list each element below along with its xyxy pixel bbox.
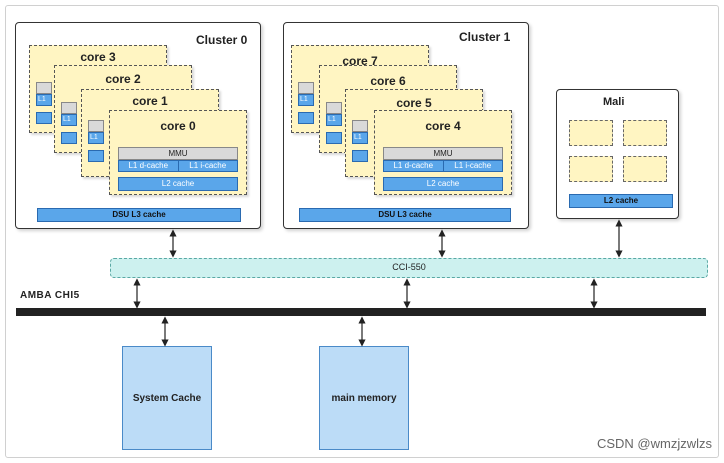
core-7-l1-stub: L1 — [298, 94, 314, 106]
core-4-l1-dcache: L1 d-cache — [393, 161, 434, 170]
gpu-shader-core — [623, 120, 667, 146]
core-4-l1-icache: L1 i-cache — [442, 161, 503, 171]
cluster-0-dsu-l3-cache: DSU L3 cache — [37, 208, 241, 222]
core-6-mmu-stub — [326, 102, 342, 114]
mali-title: Mali — [603, 96, 625, 108]
core-4-mmu: MMU — [383, 147, 503, 160]
core-7-mmu-stub — [298, 82, 314, 94]
core-2-mmu-stub — [61, 102, 77, 114]
mali-gpu: Mali L2 cache — [556, 89, 679, 219]
core-3-label: core 3 — [80, 50, 116, 64]
core-0-mmu: MMU — [118, 147, 238, 160]
core-3-l2-stub — [36, 112, 52, 124]
cluster-0: Cluster 0 core 3 L1 core 2 L1 core 1 L1 … — [15, 22, 261, 229]
core-5-mmu-stub — [352, 120, 368, 132]
core-1-label: core 1 — [132, 94, 168, 108]
core-0-l1-icache: L1 i-cache — [177, 161, 238, 171]
core-7-l2-stub — [298, 112, 314, 124]
core-6-l2-stub — [326, 132, 342, 144]
core-2-l2-stub — [61, 132, 77, 144]
gpu-shader-core — [623, 156, 667, 182]
core-4: core 4 MMU L1 d-cache L1 i-cache L2 cach… — [374, 110, 512, 195]
core-2-l1-stub: L1 — [61, 114, 77, 126]
core-7-label: core 7 — [342, 54, 378, 68]
core-6-l1-stub: L1 — [326, 114, 342, 126]
amba-chi5-bus — [16, 308, 706, 316]
main-memory: main memory — [319, 346, 409, 450]
core-5-l2-stub — [352, 150, 368, 162]
cci-550-interconnect: CCI-550 — [110, 258, 708, 278]
diagram-frame — [5, 5, 719, 458]
mali-l2-cache: L2 cache — [569, 194, 673, 208]
core-4-label: core 4 — [425, 119, 461, 133]
core-0-label: core 0 — [160, 119, 196, 133]
cluster-0-title: Cluster 0 — [196, 33, 248, 47]
core-0-l1-dcache: L1 d-cache — [128, 161, 169, 170]
cluster-1-title: Cluster 1 — [459, 30, 511, 44]
core-6-label: core 6 — [370, 74, 406, 88]
cluster-1-dsu-l3-cache: DSU L3 cache — [299, 208, 511, 222]
core-4-l1-caches: L1 d-cache L1 i-cache — [383, 160, 503, 172]
cluster-1: Cluster 1 core 7 L1 core 6 L1 core 5 L1 … — [283, 22, 529, 229]
core-5-l1-stub: L1 — [352, 132, 368, 144]
watermark: CSDN @wmzjzwlzs — [596, 436, 712, 451]
core-2-label: core 2 — [105, 72, 141, 86]
gpu-shader-core — [569, 120, 613, 146]
core-1-l2-stub — [88, 150, 104, 162]
core-1-l1-stub: L1 — [88, 132, 104, 144]
core-4-l2-cache: L2 cache — [383, 177, 503, 191]
amba-bus-label: AMBA CHI5 — [20, 290, 80, 301]
core-0-l2-cache: L2 cache — [118, 177, 238, 191]
core-0-l1-caches: L1 d-cache L1 i-cache — [118, 160, 238, 172]
core-3-l1-stub: L1 — [36, 94, 52, 106]
core-0: core 0 MMU L1 d-cache L1 i-cache L2 cach… — [109, 110, 247, 195]
core-1-mmu-stub — [88, 120, 104, 132]
system-cache: System Cache — [122, 346, 212, 450]
core-5-label: core 5 — [396, 96, 432, 110]
gpu-shader-core — [569, 156, 613, 182]
core-3-mmu-stub — [36, 82, 52, 94]
